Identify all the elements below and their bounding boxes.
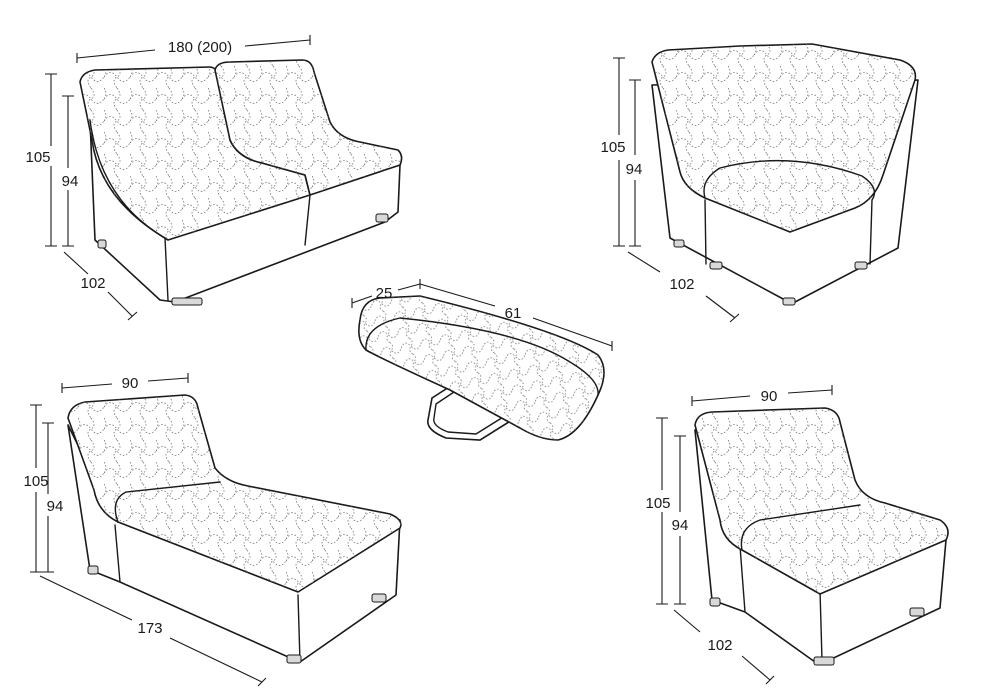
corner-foot [709,261,723,270]
chaise-width-label: 90 [122,375,139,392]
loveseat-depth-label: 102 [80,275,105,292]
loveseat-height-label: 105 [25,149,50,166]
chair-depth-label: 102 [707,637,732,654]
corner-seat-height-label: 94 [626,161,643,178]
chaise-seat-height-label: 94 [47,498,64,515]
chair-height-label: 105 [645,495,670,512]
loveseat-foot [171,297,203,306]
chaise-foot [87,565,99,575]
corner-depth-label: 102 [669,276,694,293]
loveseat-seat-height-label: 94 [62,173,79,190]
chair-foot [709,597,721,607]
ottoman-length-label: 61 [505,305,522,322]
chaise-length-label: 173 [137,620,162,637]
corner-foot [854,261,868,270]
ottoman-width-label: 25 [376,285,393,302]
loveseat-foot [375,213,389,223]
corner-module: 105 94 102 [600,43,919,323]
chair-seat-height-label: 94 [672,517,689,534]
corner-height-label: 105 [600,139,625,156]
ottoman-module: 25 61 [351,279,613,441]
chaise-height-label: 105 [23,473,48,490]
chair-foot [909,607,925,617]
chair-foot [813,656,835,666]
corner-foot [782,297,796,306]
chaise-foot [371,593,387,603]
chaise-foot [286,654,302,664]
chair-width-label: 90 [761,388,778,405]
chaise-module: 90 105 94 173 [23,373,402,687]
loveseat-module: 180 (200) 105 94 102 [25,35,403,321]
loveseat-width-label: 180 (200) [168,39,232,56]
loveseat-foot [97,239,107,249]
armless-chair-module: 90 105 94 102 [645,385,949,685]
corner-foot [673,239,685,248]
